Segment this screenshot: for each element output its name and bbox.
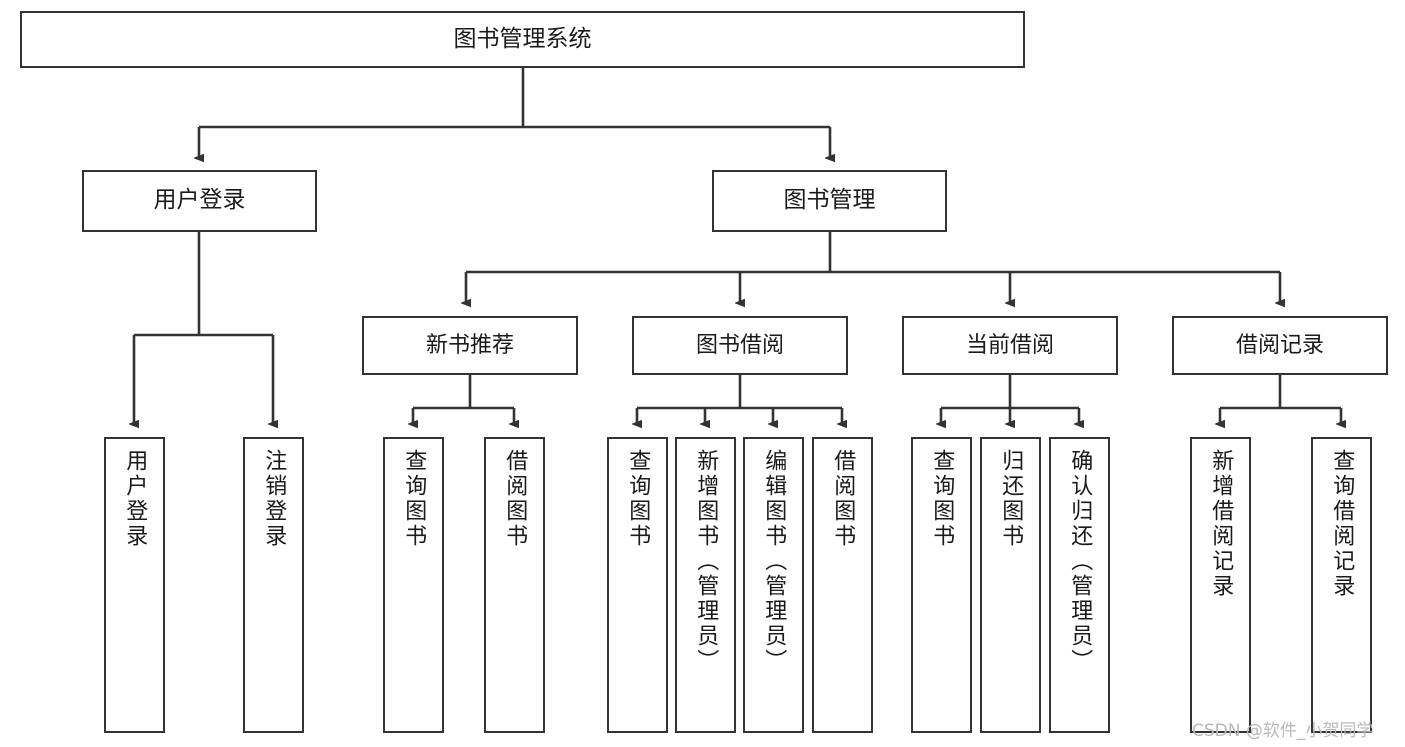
leaf-query-borrow-record[interactable]: 查询借阅记录	[1311, 437, 1372, 733]
node-label: 归还图书	[998, 449, 1024, 549]
leaf-query-book-borrow[interactable]: 查询图书	[607, 437, 668, 733]
node-book-borrow[interactable]: 图书借阅	[632, 316, 848, 375]
node-label: 当前借阅	[965, 332, 1054, 358]
node-label: 查询图书	[625, 449, 651, 549]
node-current-borrow[interactable]: 当前借阅	[902, 316, 1118, 375]
node-label: 确认归还（管理员）	[1067, 449, 1093, 674]
node-label: 新增借阅记录	[1208, 449, 1234, 599]
node-borrow-records[interactable]: 借阅记录	[1172, 316, 1388, 375]
node-label: 用户登录	[153, 187, 246, 214]
node-book-management[interactable]: 图书管理	[712, 170, 947, 232]
leaf-confirm-return-admin[interactable]: 确认归还（管理员）	[1049, 437, 1110, 733]
leaf-edit-book-admin[interactable]: 编辑图书（管理员）	[743, 437, 804, 733]
node-label: 图书管理	[783, 187, 876, 214]
node-label: 注销登录	[261, 449, 287, 549]
node-label: 查询借阅记录	[1329, 449, 1355, 599]
node-label: 借阅图书	[830, 449, 856, 549]
leaf-borrow-book-recommend[interactable]: 借阅图书	[484, 437, 545, 733]
leaf-query-book-recommend[interactable]: 查询图书	[383, 437, 444, 733]
node-label: 图书管理系统	[453, 25, 592, 52]
node-label: 借阅图书	[502, 449, 528, 549]
node-label: 图书借阅	[695, 332, 784, 358]
leaf-borrow-book[interactable]: 借阅图书	[812, 437, 873, 733]
node-label: 查询图书	[929, 449, 955, 549]
leaf-user-login[interactable]: 用户登录	[104, 437, 165, 733]
node-root-system[interactable]: 图书管理系统	[20, 11, 1025, 68]
node-label: 用户登录	[122, 449, 148, 549]
leaf-query-book-current[interactable]: 查询图书	[911, 437, 972, 733]
leaf-add-book-admin[interactable]: 新增图书（管理员）	[675, 437, 736, 733]
node-label: 查询图书	[401, 449, 427, 549]
node-label: 编辑图书（管理员）	[761, 449, 787, 674]
node-user-login[interactable]: 用户登录	[82, 170, 317, 232]
leaf-add-borrow-record[interactable]: 新增借阅记录	[1190, 437, 1251, 733]
node-label: 新书推荐	[425, 332, 514, 358]
node-label: 借阅记录	[1235, 332, 1324, 358]
node-new-book-recommend[interactable]: 新书推荐	[362, 316, 578, 375]
leaf-return-book[interactable]: 归还图书	[980, 437, 1041, 733]
leaf-logout[interactable]: 注销登录	[243, 437, 304, 733]
node-label: 新增图书（管理员）	[693, 449, 719, 674]
